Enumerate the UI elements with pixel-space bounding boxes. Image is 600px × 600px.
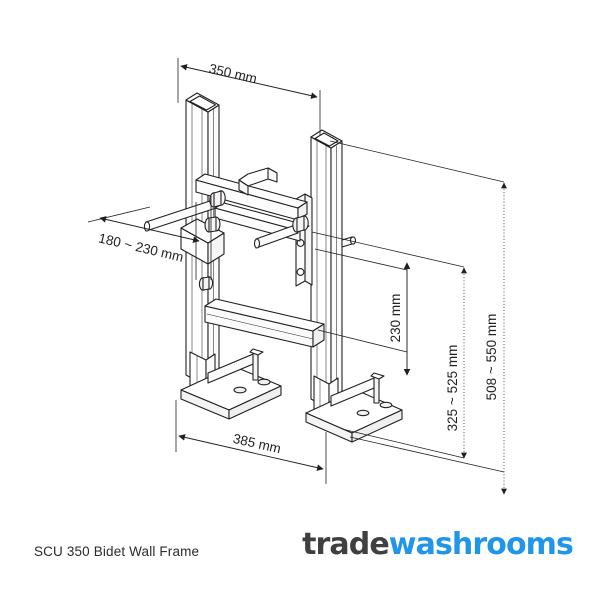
dimension-label-height-middle: 325 ~ 525 mm	[445, 345, 460, 432]
lower-crossbar	[204, 298, 325, 348]
dimension-height-overall	[329, 140, 507, 495]
dimension-bidet-fixing-centres	[87, 196, 212, 280]
adjustment-bolt-left-lower	[198, 276, 214, 291]
frame-geometry	[143, 92, 403, 443]
dimension-annotations	[87, 58, 507, 495]
dimension-width-top	[177, 58, 321, 135]
dimension-label-width-top: 350 mm	[208, 61, 259, 86]
logo-text-trade: trade	[302, 527, 390, 562]
dimension-label-height-inner: 230 mm	[388, 294, 403, 343]
dimension-height-middle	[311, 231, 467, 459]
left-foot-plate	[180, 348, 282, 420]
dimension-label-height-overall: 508 ~ 550 mm	[484, 314, 499, 401]
right-upright-post	[310, 129, 343, 411]
dimension-depth-bottom	[175, 400, 327, 484]
tradewashrooms-logo: tradewashrooms	[302, 527, 574, 562]
adjustment-bolt-left	[204, 216, 221, 233]
dimension-label-depth-bottom: 385 mm	[232, 431, 283, 456]
threaded-stud-right	[253, 215, 309, 249]
dimension-label-bidet-fixing-centres: 180 ~ 230 mm	[97, 230, 185, 264]
dimension-height-inner	[314, 248, 411, 376]
drawing-caption: SCU 350 Bidet Wall Frame	[34, 544, 200, 559]
logo-text-washrooms: washrooms	[388, 527, 574, 562]
